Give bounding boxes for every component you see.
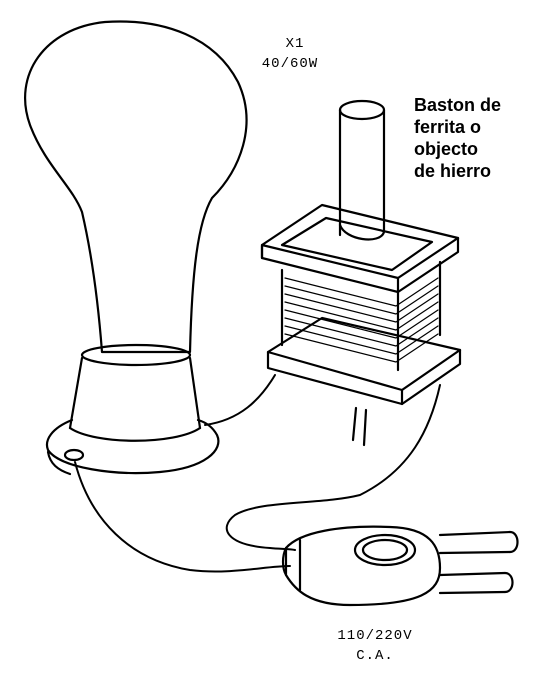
light-bulb <box>24 20 248 367</box>
wire-coil-to-plug <box>225 384 441 551</box>
coil-lead-right <box>362 408 368 447</box>
plug-prong-upper <box>438 530 519 555</box>
wire-lamp-to-plug <box>74 461 291 573</box>
current-type-label: C.A. <box>356 648 394 664</box>
wire-lamp-to-coil <box>204 374 276 426</box>
bulb-wattage-label: 40/60W <box>261 56 319 72</box>
bobbin-bottom-flange <box>266 316 462 406</box>
socket-screw <box>63 448 85 462</box>
core-label-line4: de hierro <box>414 161 492 181</box>
voltage-label: 110/220V <box>337 628 413 644</box>
plug-body <box>284 525 442 607</box>
ferrite-rod-top <box>338 99 386 121</box>
plug-prong-lower <box>438 571 514 595</box>
power-plug <box>281 525 519 607</box>
core-label-line1: Baston de <box>414 95 502 115</box>
wiring <box>74 374 441 573</box>
bulb-glass <box>24 20 248 354</box>
lamp-socket <box>45 356 220 476</box>
socket-flange <box>45 418 220 475</box>
coil-assembly <box>260 99 462 447</box>
bobbin-top-flange <box>260 203 460 294</box>
core-label-line2: ferrita o <box>414 117 482 137</box>
coil-lead-left <box>351 406 358 442</box>
coil-winding <box>284 277 439 363</box>
plug-face-button <box>353 533 417 567</box>
core-label-line3: objecto <box>414 139 479 159</box>
bulb-neck-ring <box>80 343 192 367</box>
bulb-quantity-label: X1 <box>285 36 305 52</box>
